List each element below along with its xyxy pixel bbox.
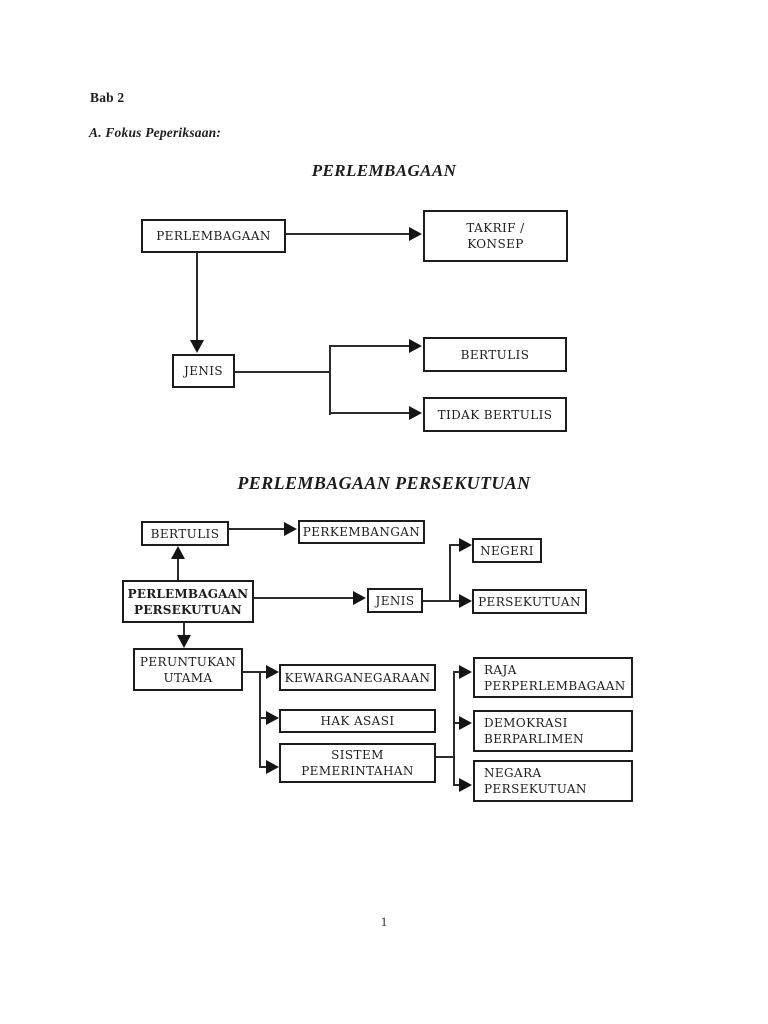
connector-line	[453, 671, 459, 673]
arrowhead-right-icon	[459, 594, 472, 608]
connector-line	[329, 345, 409, 347]
node-sistem-pemerintahan: SISTEM PEMERINTAHAN	[279, 743, 436, 783]
arrowhead-right-icon	[459, 538, 472, 552]
node-bertulis-2: BERTULIS	[141, 521, 229, 546]
connector-line	[453, 671, 455, 786]
arrowhead-right-icon	[409, 339, 422, 353]
node-bertulis: BERTULIS	[423, 337, 567, 372]
page-number: 1	[380, 914, 388, 929]
diagram1-title: PERLEMBAGAAN	[311, 161, 457, 180]
arrowhead-right-icon	[409, 227, 422, 241]
node-kewarganegaraan: KEWARGANEGARAAN	[279, 664, 436, 691]
focus-heading: A. Fokus Peperiksaan:	[89, 125, 222, 140]
connector-line	[183, 623, 185, 636]
node-perlembagaan-persekutuan: PERLEMBAGAAN PERSEKUTUAN	[122, 580, 254, 623]
node-takrif-konsep: TAKRIF / KONSEP	[423, 210, 568, 262]
node-jenis-2: JENIS	[367, 588, 423, 613]
connector-line	[259, 671, 261, 768]
connector-line	[259, 671, 266, 673]
connector-line	[259, 717, 266, 719]
arrowhead-right-icon	[266, 665, 279, 679]
connector-line	[235, 371, 331, 373]
node-perkembangan: PERKEMBANGAN	[298, 520, 425, 544]
connector-line	[259, 766, 266, 768]
arrowhead-right-icon	[284, 522, 297, 536]
chapter-heading: Bab 2	[90, 90, 125, 105]
node-tidak-bertulis: TIDAK BERTULIS	[423, 397, 567, 432]
arrowhead-right-icon	[459, 778, 472, 792]
arrowhead-down-icon	[177, 635, 191, 648]
connector-line	[243, 671, 261, 673]
connector-line	[254, 597, 353, 599]
node-jenis: JENIS	[172, 354, 235, 388]
connector-line	[449, 544, 451, 602]
node-perlembagaan: PERLEMBAGAAN	[141, 219, 286, 253]
arrowhead-right-icon	[409, 406, 422, 420]
connector-line	[423, 600, 451, 602]
connector-line	[329, 345, 331, 415]
arrowhead-right-icon	[266, 760, 279, 774]
node-raja-perperlembagaan: RAJA PERPERLEMBAGAAN	[473, 657, 633, 698]
arrowhead-up-icon	[171, 546, 185, 559]
node-persekutuan: PERSEKUTUAN	[472, 589, 587, 614]
connector-line	[453, 722, 459, 724]
diagram2-title: PERLEMBAGAAN PERSEKUTUAN	[237, 473, 531, 493]
node-negara-persekutuan: NEGARA PERSEKUTUAN	[473, 760, 633, 802]
arrowhead-right-icon	[459, 665, 472, 679]
connector-line	[436, 756, 455, 758]
node-demokrasi-berparlimen: DEMOKRASI BERPARLIMEN	[473, 710, 633, 752]
connector-line	[449, 600, 459, 602]
arrowhead-right-icon	[459, 716, 472, 730]
connector-line	[177, 557, 179, 580]
node-peruntukan-utama: PERUNTUKAN UTAMA	[133, 648, 243, 691]
connector-line	[449, 544, 459, 546]
connector-line	[329, 412, 409, 414]
node-negeri: NEGERI	[472, 538, 542, 563]
connector-line	[196, 253, 198, 341]
connector-line	[453, 784, 459, 786]
arrowhead-right-icon	[353, 591, 366, 605]
arrowhead-down-icon	[190, 340, 204, 353]
connector-line	[286, 233, 410, 235]
connector-line	[229, 528, 284, 530]
arrowhead-right-icon	[266, 711, 279, 725]
node-hak-asasi: HAK ASASI	[279, 709, 436, 733]
